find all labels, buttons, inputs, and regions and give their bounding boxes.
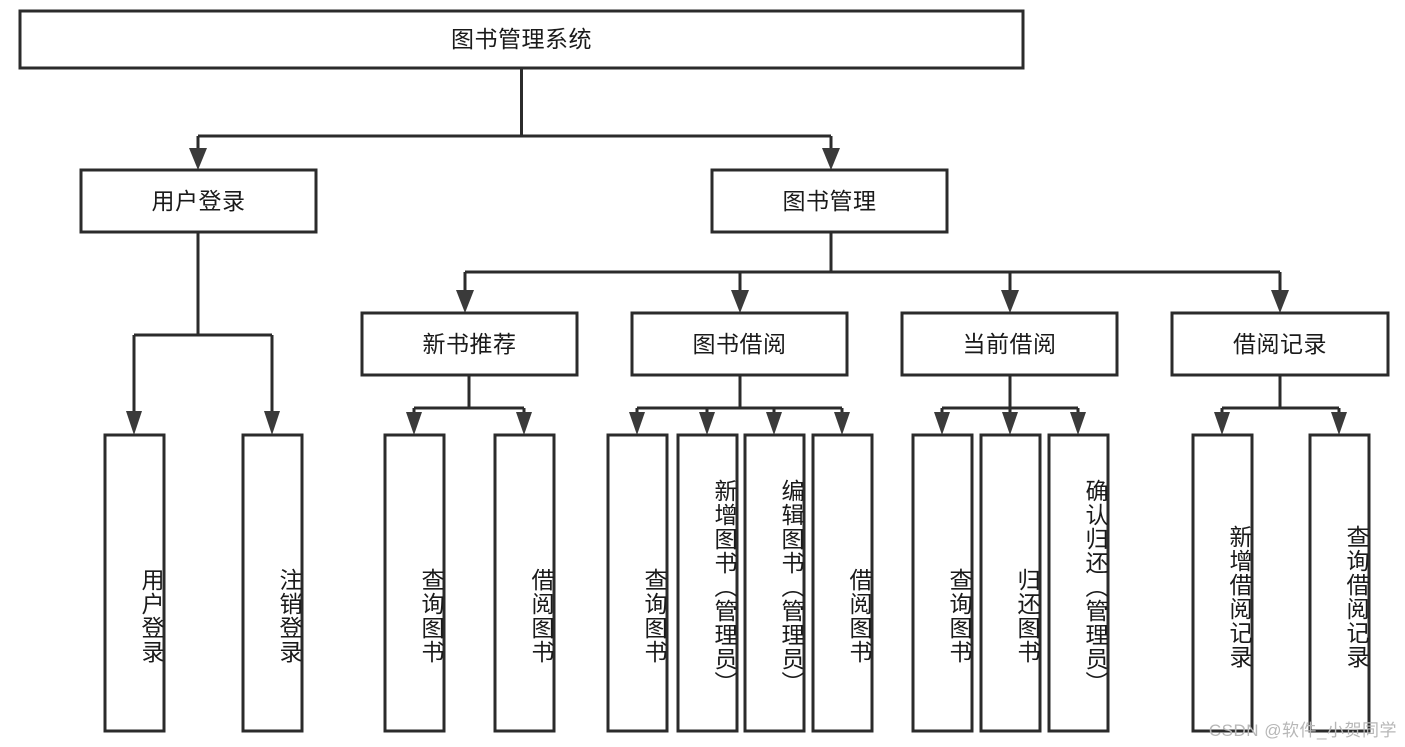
arrow-to-leaf-user-logout bbox=[264, 411, 280, 435]
node-box-root[interactable] bbox=[18, 9, 1025, 70]
arrow-to-leaf-query-record bbox=[1331, 412, 1347, 435]
node-box-leaf-add-record[interactable] bbox=[1191, 433, 1254, 733]
node-box-leaf-query-record[interactable] bbox=[1308, 433, 1371, 733]
node-box-leaf-borrow-book-1[interactable] bbox=[493, 433, 556, 733]
node-box-leaf-query-book-3[interactable] bbox=[911, 433, 974, 733]
arrow-to-current-borrow bbox=[1001, 290, 1019, 313]
node-box-new-book-recommend[interactable] bbox=[360, 311, 579, 377]
node-box-leaf-user-login[interactable] bbox=[103, 433, 166, 733]
node-box-current-borrow[interactable] bbox=[900, 311, 1119, 377]
node-box-leaf-confirm-return[interactable] bbox=[1047, 433, 1110, 733]
arrow-to-book-borrow bbox=[731, 290, 749, 313]
connector-group-book-manage bbox=[456, 232, 1289, 313]
node-box-borrow-record[interactable] bbox=[1170, 311, 1390, 377]
connector-group-book-borrow bbox=[629, 375, 850, 435]
node-box-leaf-borrow-book-2[interactable] bbox=[811, 433, 874, 733]
connector-group-root bbox=[189, 68, 840, 170]
node-box-leaf-add-book[interactable] bbox=[676, 433, 739, 733]
arrow-to-leaf-query-book-2 bbox=[629, 412, 645, 435]
arrow-to-user-login bbox=[189, 148, 207, 170]
arrow-to-leaf-borrow-book-1 bbox=[516, 412, 532, 435]
connector-group-borrow-record bbox=[1214, 375, 1347, 435]
node-box-book-borrow[interactable] bbox=[630, 311, 849, 377]
node-box-leaf-query-book-2[interactable] bbox=[606, 433, 669, 733]
arrow-to-leaf-edit-book bbox=[766, 412, 782, 435]
arrow-to-book-manage bbox=[822, 148, 840, 170]
arrow-to-leaf-return-book bbox=[1002, 412, 1018, 435]
node-box-leaf-query-book-1[interactable] bbox=[383, 433, 446, 733]
arrow-to-leaf-borrow-book-2 bbox=[834, 412, 850, 435]
arrow-to-leaf-confirm-return bbox=[1070, 412, 1086, 435]
connector-group-current-borrow bbox=[934, 375, 1086, 435]
arrow-to-leaf-user-login bbox=[126, 411, 142, 435]
node-box-leaf-edit-book[interactable] bbox=[743, 433, 806, 733]
arrow-to-leaf-add-record bbox=[1214, 412, 1230, 435]
arrow-to-new-book-recommend bbox=[456, 290, 474, 313]
connector-group-user-login bbox=[126, 232, 280, 435]
node-box-leaf-user-logout[interactable] bbox=[241, 433, 304, 733]
arrow-to-borrow-record bbox=[1271, 290, 1289, 313]
arrow-to-leaf-query-book-1 bbox=[406, 412, 422, 435]
arrow-to-leaf-query-book-3 bbox=[934, 412, 950, 435]
arrow-to-leaf-add-book bbox=[699, 412, 715, 435]
connector-group-new-book-recommend bbox=[406, 375, 532, 435]
csdn-watermark: CSDN @软件_小贺同学 bbox=[1208, 721, 1397, 740]
node-box-user-login[interactable] bbox=[79, 168, 318, 234]
node-box-book-manage[interactable] bbox=[710, 168, 949, 234]
node-box-leaf-return-book[interactable] bbox=[979, 433, 1042, 733]
